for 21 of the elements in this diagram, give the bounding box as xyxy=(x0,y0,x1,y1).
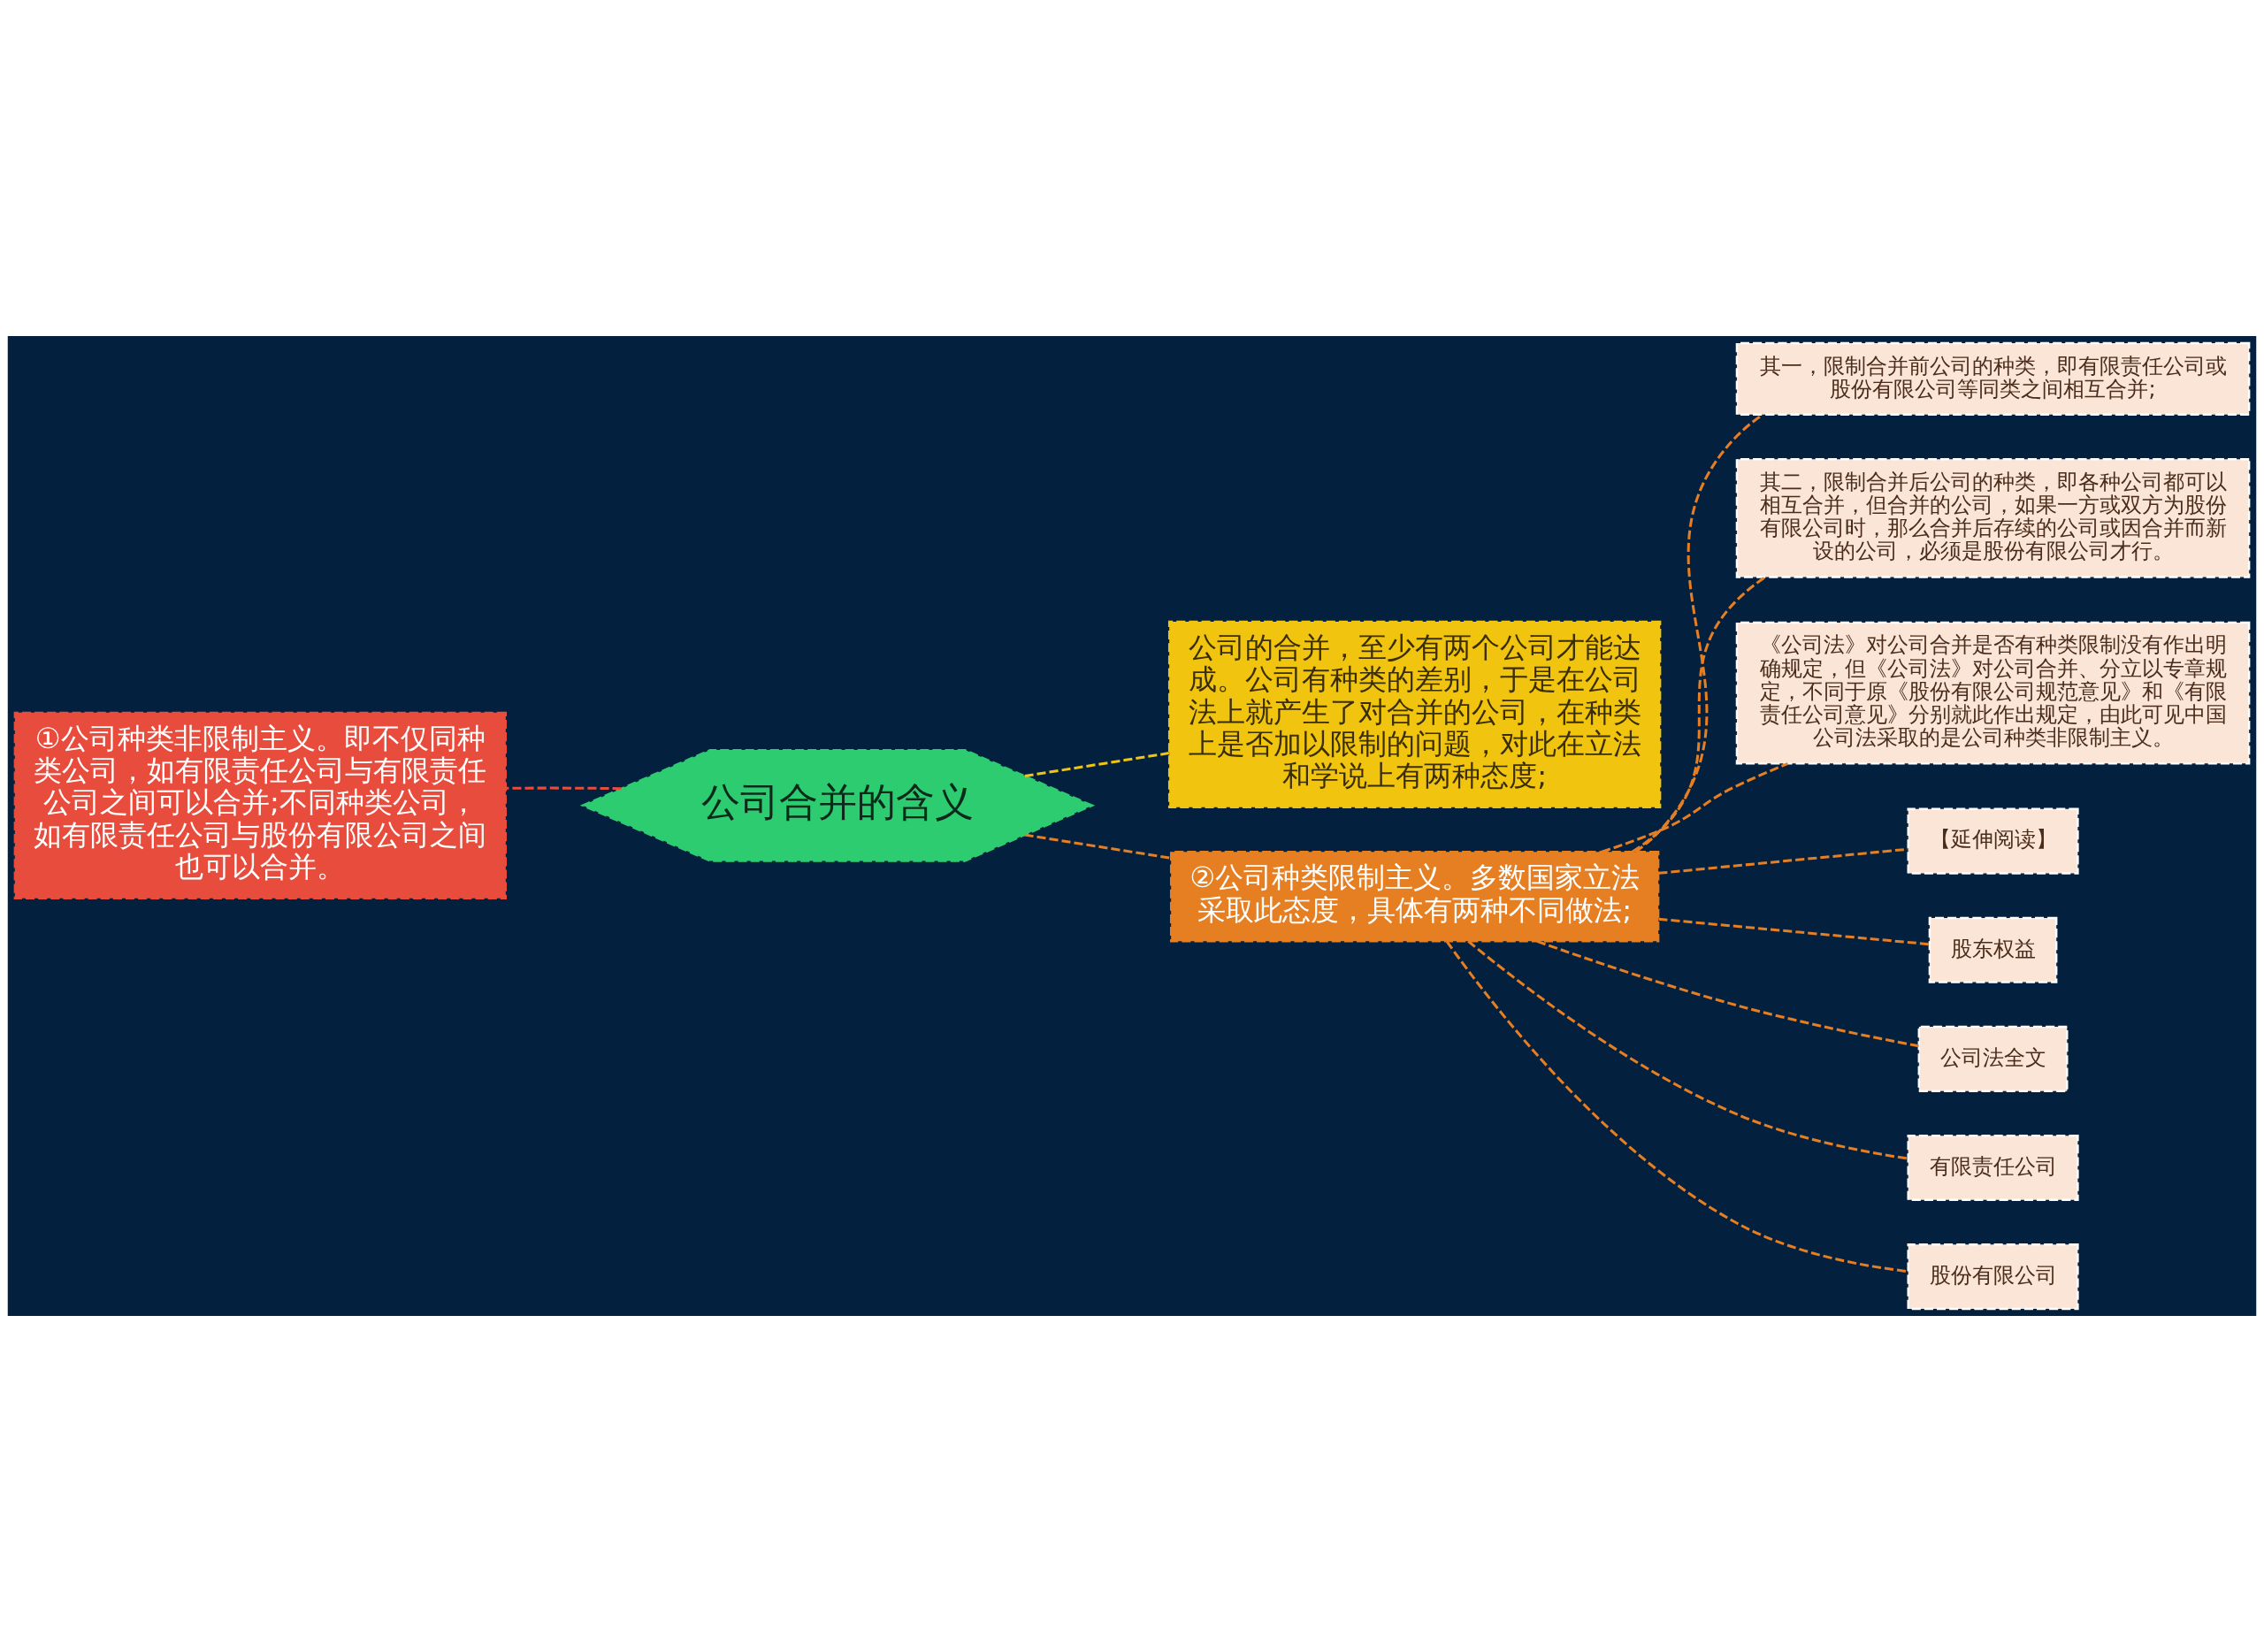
connector xyxy=(1445,940,1908,1273)
node-box: 公司的合并，至少有两个公司才能达成。公司有种类的差别，于是在公司法上就产生了对合并的公司，在种类上是否加以限制的问题，对此在立法和学说上有两种态度; xyxy=(1167,620,1662,808)
connector xyxy=(506,786,622,791)
node-box: ②公司种类限制主义。多数国家立法采取此态度，具体有两种不同做法; xyxy=(1169,851,1660,943)
connector xyxy=(1601,761,1789,853)
connector xyxy=(1467,940,1908,1160)
connector xyxy=(1024,752,1170,777)
node-box: 其二，限制合并后公司的种类，即各种公司都可以相互合并，但合并的公司，如果一方或双方为股份有限公司时，那么合并后存续的公司或因合并而新设的公司，必须是股份有限公司才行。 xyxy=(1735,458,2251,578)
node-box: 《公司法》对公司合并是否有种类限制没有作出明确规定，但《公司法》对公司合并、分立以专章规定，不同于原《股份有限公司规范意见》和《有限责任公司意见》分别就此作出规定，由此可见中国公司法采取的是公司种类非限制主义。 xyxy=(1735,621,2251,765)
connector xyxy=(1658,847,1908,875)
node-box: 股份有限公司 xyxy=(1907,1243,2079,1311)
connector xyxy=(1024,833,1171,860)
connector xyxy=(1658,917,1930,946)
connector xyxy=(1536,940,1919,1048)
node-box: ①公司种类非限制主义。即不仅同种类公司，如有限责任公司与有限责任公司之间可以合并;不同种类公司，如有限责任公司与股份有限公司之间也可以合并。 xyxy=(13,711,508,899)
node-box: 其一，限制合并前公司的种类，即有限责任公司或股份有限公司等同类之间相互合并; xyxy=(1735,341,2251,416)
node-box: 【延伸阅读】 xyxy=(1907,807,2079,875)
node-box: 股东权益 xyxy=(1928,916,2058,983)
node-box: 有限责任公司 xyxy=(1907,1134,2079,1202)
node-box: 公司法全文 xyxy=(1917,1025,2069,1092)
connector xyxy=(1632,576,1766,853)
